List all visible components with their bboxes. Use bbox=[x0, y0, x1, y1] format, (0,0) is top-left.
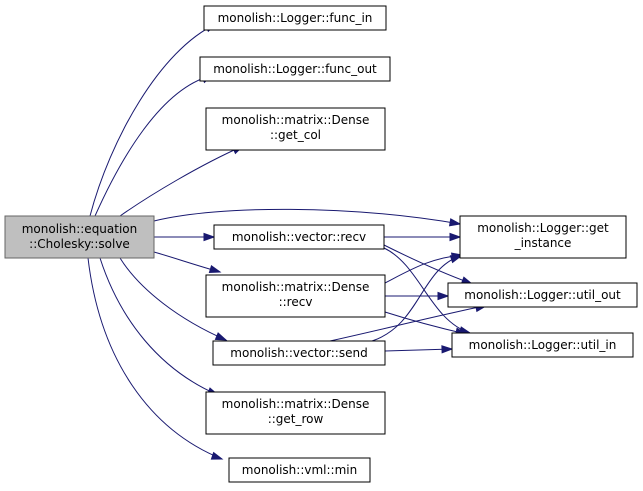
node-logger-get-instance-line1: monolish::Logger::get bbox=[477, 221, 609, 235]
edge-vector-send-to-get-instance bbox=[371, 255, 463, 342]
edge-dense-recv-to-get-instance bbox=[384, 252, 464, 284]
edge-solve-to-dense-recv bbox=[153, 251, 222, 274]
edge-solve-to-vector-send bbox=[119, 257, 228, 341]
edge-dense-recv-to-util-in bbox=[384, 311, 468, 336]
node-dense-get-col[interactable]: monolish::matrix::Dense ::get_col bbox=[205, 107, 386, 151]
node-logger-get-instance-line2: _instance bbox=[514, 236, 572, 250]
node-logger-func-out[interactable]: monolish::Logger::func_out bbox=[199, 56, 391, 82]
arrowhead-icon bbox=[448, 218, 462, 227]
node-vml-min[interactable]: monolish::vml::min bbox=[228, 457, 371, 483]
node-dense-get-col-line1: monolish::matrix::Dense bbox=[222, 113, 370, 127]
node-cholesky-solve-line2: ::Cholesky::solve bbox=[29, 237, 130, 251]
edge-solve-to-get-instance bbox=[153, 208, 462, 227]
node-vml-min-label: monolish::vml::min bbox=[242, 463, 357, 477]
edge-solve-to-func-out bbox=[94, 74, 214, 217]
edge-dense-recv-to-util-out bbox=[385, 291, 450, 301]
node-logger-get-instance[interactable]: monolish::Logger::get _instance bbox=[459, 215, 627, 259]
node-cholesky-solve[interactable]: monolish::equation ::Cholesky::solve bbox=[4, 215, 155, 259]
node-dense-recv-line1: monolish::matrix::Dense bbox=[222, 280, 370, 294]
node-vector-recv[interactable]: monolish::vector::recv bbox=[213, 224, 385, 250]
node-dense-get-row-line1: monolish::matrix::Dense bbox=[222, 397, 370, 411]
arrowhead-icon bbox=[214, 332, 228, 341]
node-dense-recv[interactable]: monolish::matrix::Dense ::recv bbox=[205, 274, 386, 318]
edge-solve-to-get-row bbox=[99, 257, 220, 396]
edge-solve-to-vector-recv bbox=[154, 232, 216, 242]
edge-vector-recv-to-util-out bbox=[383, 244, 474, 285]
node-logger-util-in[interactable]: monolish::Logger::util_in bbox=[451, 332, 634, 358]
node-vector-recv-label: monolish::vector::recv bbox=[232, 230, 366, 244]
node-logger-func-in[interactable]: monolish::Logger::func_in bbox=[203, 5, 387, 31]
edge-vector-recv-to-get-instance bbox=[384, 232, 462, 242]
node-cholesky-solve-line1: monolish::equation bbox=[22, 222, 138, 236]
node-logger-util-out-label: monolish::Logger::util_out bbox=[464, 288, 621, 302]
node-vector-send-label: monolish::vector::send bbox=[230, 346, 367, 360]
node-logger-util-out[interactable]: monolish::Logger::util_out bbox=[447, 282, 638, 308]
arrowhead-icon bbox=[208, 264, 222, 274]
arrowhead-icon bbox=[441, 345, 454, 354]
node-dense-get-col-line2: ::get_col bbox=[270, 128, 321, 142]
node-logger-util-in-label: monolish::Logger::util_in bbox=[469, 338, 617, 352]
arrowhead-icon bbox=[203, 232, 216, 242]
node-dense-get-row[interactable]: monolish::matrix::Dense ::get_row bbox=[205, 391, 386, 435]
arrowhead-icon bbox=[449, 232, 462, 242]
edge-solve-to-vml-min bbox=[87, 257, 224, 460]
node-dense-recv-line2: ::recv bbox=[279, 295, 313, 309]
edge-solve-to-get-col bbox=[119, 145, 245, 217]
arrowhead-icon bbox=[449, 255, 463, 264]
node-logger-func-in-label: monolish::Logger::func_in bbox=[218, 11, 373, 25]
arrowhead-icon bbox=[437, 291, 450, 301]
node-dense-get-row-line2: ::get_row bbox=[268, 412, 324, 426]
node-vector-send[interactable]: monolish::vector::send bbox=[212, 340, 386, 366]
node-logger-func-out-label: monolish::Logger::func_out bbox=[213, 62, 377, 76]
arrowhead-icon bbox=[210, 451, 224, 460]
edge-vector-send-to-util-in bbox=[384, 345, 454, 354]
